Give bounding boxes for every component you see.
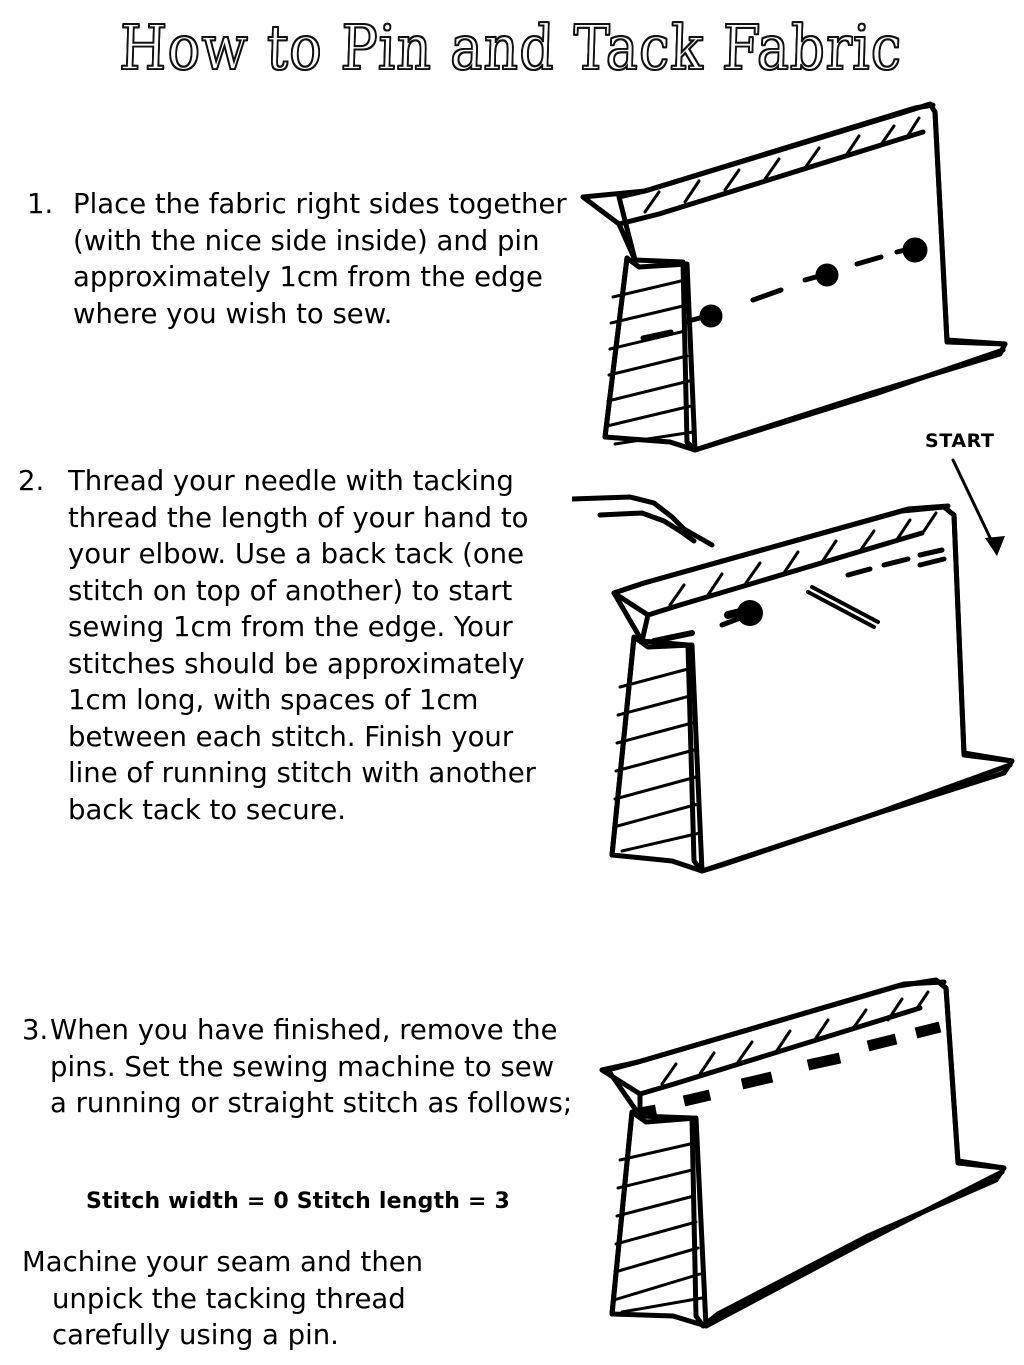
step-3-marker: 3.	[22, 1014, 49, 1046]
closing-note: Machine your seam and then unpick the ta…	[22, 1244, 542, 1354]
stitch-settings-line: Stitch width = 0 Stitch length = 3	[86, 1189, 510, 1214]
instructions-column: 1. Place the fabric right sides together…	[18, 186, 577, 1354]
start-label: START	[925, 430, 995, 452]
start-annotation: START	[925, 430, 1024, 560]
instruction-step-1: 1. Place the fabric right sides together…	[27, 186, 572, 332]
instruction-step-3: 3. When you have finished, remove the pi…	[22, 1012, 577, 1122]
closing-note-line-1: Machine your seam and then	[22, 1246, 424, 1278]
illustration-tacking-fabric	[572, 455, 1024, 887]
step-2-text: Thread your needle with tacking thread t…	[68, 465, 536, 826]
closing-note-line-3: carefully using a pin.	[52, 1319, 339, 1351]
step-1-marker: 1.	[27, 188, 54, 220]
step-2-marker: 2.	[18, 465, 45, 497]
illustration-pinned-fabric	[575, 92, 1024, 464]
instruction-step-2: 2. Thread your needle with tacking threa…	[18, 463, 568, 828]
closing-note-line-2: unpick the tacking thread	[52, 1282, 406, 1315]
illustration-tacked-fabric	[568, 958, 1024, 1362]
step-3-text: When you have finished, remove the pins.…	[50, 1014, 573, 1119]
step-1-text: Place the fabric right sides together (w…	[73, 188, 567, 330]
start-arrow-icon	[951, 458, 1005, 556]
